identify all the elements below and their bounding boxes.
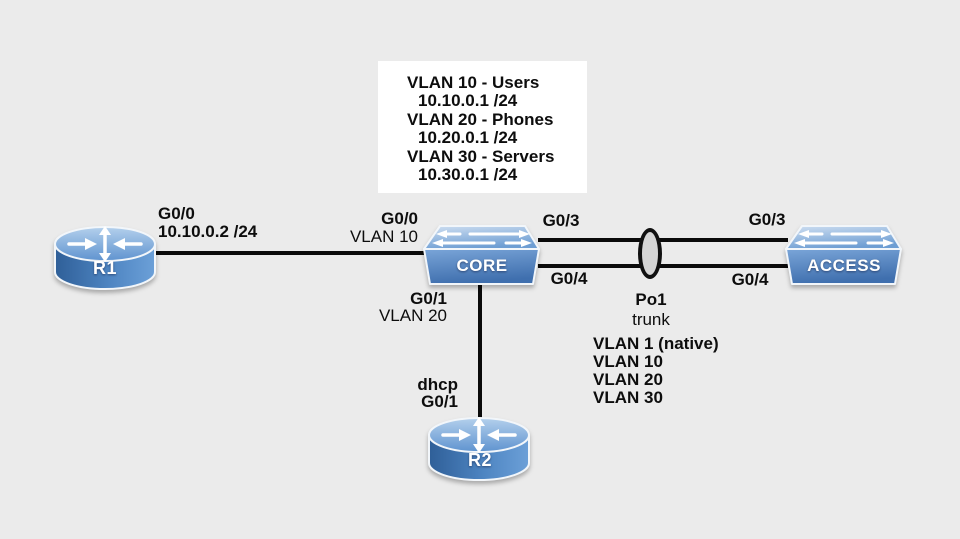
- vlan10-ip: 10.10.0.1 /24: [418, 91, 518, 111]
- core-down-iface: G0/1: [410, 289, 447, 308]
- r2-iface: G0/1: [421, 392, 458, 411]
- router-r2-label: R2: [467, 450, 492, 470]
- core-left-interface-label: G0/0 VLAN 10: [298, 210, 418, 246]
- link-core-access-g03: [538, 238, 788, 242]
- switch-core: [422, 225, 542, 292]
- access-g04-label: G0/4: [731, 270, 769, 289]
- trunk-vlan-list: VLAN 1 (native) VLAN 10 VLAN 20 VLAN 30: [593, 335, 719, 407]
- vlan10-name: VLAN 10 - Users: [407, 73, 540, 92]
- trunk-vlan-10: VLAN 10: [593, 352, 663, 371]
- router-r1-label: R1: [92, 258, 117, 278]
- vlan30-name: VLAN 30 - Servers: [407, 146, 555, 166]
- switch-icon: [785, 225, 902, 285]
- vlan20-ip: 10.20.0.1 /24: [418, 128, 518, 148]
- core-left-iface: G0/0: [381, 209, 418, 228]
- router-icon: [54, 226, 156, 290]
- access-g03-label: G0/3: [748, 210, 786, 229]
- router-r2: [427, 416, 531, 487]
- vlan20-name: VLAN 20 - Phones: [407, 109, 554, 129]
- trunk-vlan-30: VLAN 30: [593, 388, 663, 407]
- portchannel-mode: trunk: [632, 310, 670, 329]
- vlan-info-box: VLAN 10 - Users 10.10.0.1 /24 VLAN 20 - …: [378, 61, 587, 193]
- portchannel-ellipse: [638, 228, 662, 279]
- router-arrows-icon: [441, 417, 517, 453]
- portchannel-name: Po1: [635, 290, 667, 309]
- link-core-access-g04: [538, 264, 788, 268]
- trunk-vlan-20: VLAN 20: [593, 370, 663, 389]
- router-r1: [53, 225, 157, 296]
- r2-interface-label: dhcp G0/1: [358, 375, 458, 411]
- switch-access: [784, 225, 904, 292]
- router-arrows-icon: [67, 226, 143, 262]
- core-down-interface-label: G0/1 VLAN 20: [327, 289, 447, 325]
- core-down-vlan: VLAN 20: [378, 306, 447, 325]
- switch-icon: [423, 225, 540, 285]
- router-icon: [428, 417, 530, 481]
- r1-ip: 10.10.0.2 /24: [158, 222, 258, 241]
- core-left-vlan: VLAN 10: [349, 227, 418, 246]
- switch-core-label: CORE: [456, 256, 508, 275]
- portchannel-label: Po1 trunk: [601, 290, 701, 330]
- r1-iface: G0/0: [158, 204, 195, 223]
- switch-access-label: ACCESS: [807, 256, 881, 275]
- trunk-vlan-native: VLAN 1 (native): [593, 334, 719, 353]
- core-g03-label: G0/3: [542, 211, 580, 230]
- link-core-r2: [478, 284, 482, 422]
- core-g04-label: G0/4: [550, 269, 588, 288]
- switch-arrows-icon: [794, 230, 894, 247]
- link-r1-core: [153, 251, 425, 255]
- switch-arrows-icon: [432, 230, 532, 247]
- r2-dhcp: dhcp: [417, 375, 458, 394]
- r1-interface-label: G0/0 10.10.0.2 /24: [158, 205, 257, 241]
- vlan30-ip: 10.30.0.1 /24: [418, 165, 518, 185]
